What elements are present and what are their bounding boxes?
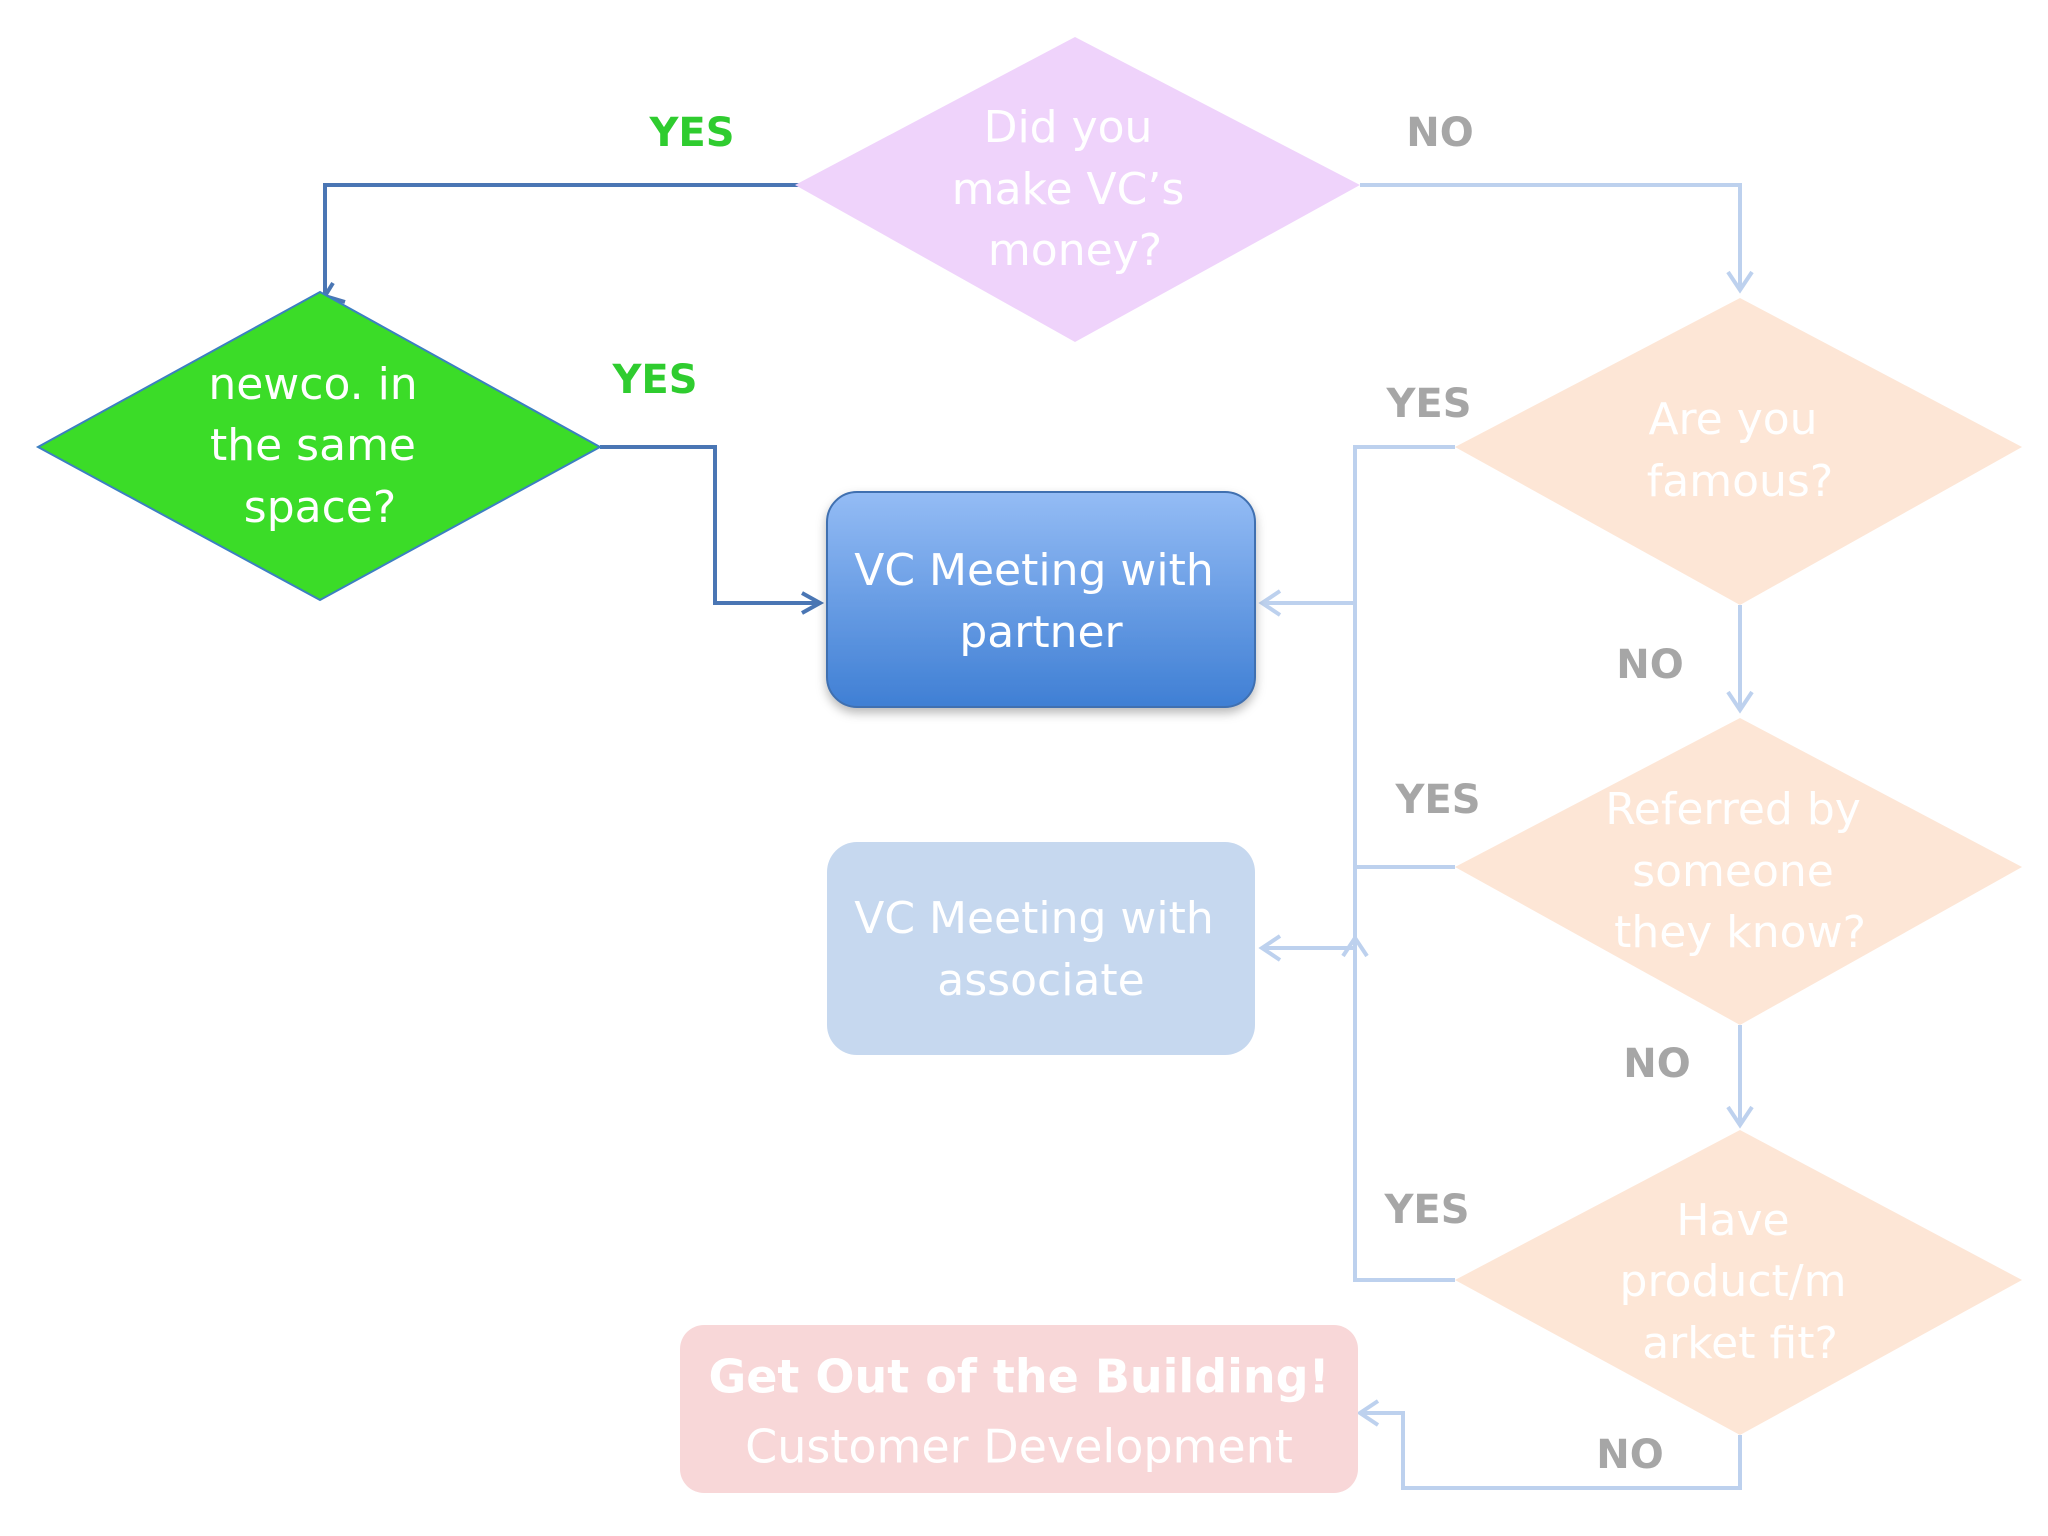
label-vc-money-no: NO — [1406, 110, 1473, 156]
decision-referred — [1455, 718, 2022, 1025]
decision-famous — [1455, 298, 2022, 605]
arrowhead-partner-faded — [1258, 589, 1282, 617]
customer-dev-subtitle: Customer Development — [745, 1420, 1293, 1474]
vc-money-text: Did you make VC’s money? — [952, 102, 1199, 276]
label-referred-no: NO — [1623, 1041, 1690, 1087]
label-pmf-yes: YES — [1383, 1187, 1469, 1233]
label-pmf-no: NO — [1596, 1432, 1663, 1478]
arrowhead-pmf — [1726, 1105, 1754, 1129]
associate-text: VC Meeting with associate — [854, 893, 1228, 1006]
connectors — [321, 183, 1754, 1490]
pmf-text: Have product/m arket fit? — [1620, 1195, 1861, 1369]
arrowhead-famous — [1726, 270, 1754, 294]
referred-text: Referred by someone they know? — [1605, 784, 1875, 958]
famous-text: Are you famous? — [1647, 394, 1833, 507]
box-partner — [826, 491, 1256, 708]
box-associate — [827, 842, 1255, 1055]
edge-vc-money-no — [1360, 183, 1742, 290]
arrowhead-associate — [1258, 934, 1282, 962]
arrowhead-associate-up — [1341, 934, 1369, 958]
label-famous-no: NO — [1616, 642, 1683, 688]
customer-dev-title: Get Out of the Building! — [708, 1350, 1329, 1404]
same-space-text: newco. in the same space? — [208, 359, 431, 533]
arrowhead-customer-dev — [1356, 1399, 1380, 1427]
label-referred-yes: YES — [1394, 777, 1480, 823]
decision-pmf — [1455, 1130, 2022, 1435]
partner-text: VC Meeting with partner — [854, 545, 1228, 658]
decision-same-space — [35, 290, 603, 602]
edge-pmf-no — [1360, 1411, 1742, 1490]
decision-vc-money — [795, 37, 1360, 342]
box-customer-dev — [680, 1325, 1358, 1493]
label-vc-money-yes: YES — [648, 110, 734, 156]
arrowhead-referred — [1726, 690, 1754, 714]
label-famous-yes: YES — [1385, 381, 1471, 427]
label-same-space-yes: YES — [611, 357, 697, 403]
arrowhead-partner — [801, 591, 825, 615]
edge-famous-yes — [1353, 445, 1455, 1282]
edge-vc-money-yes — [323, 183, 800, 296]
edge-same-space-yes — [600, 445, 818, 605]
